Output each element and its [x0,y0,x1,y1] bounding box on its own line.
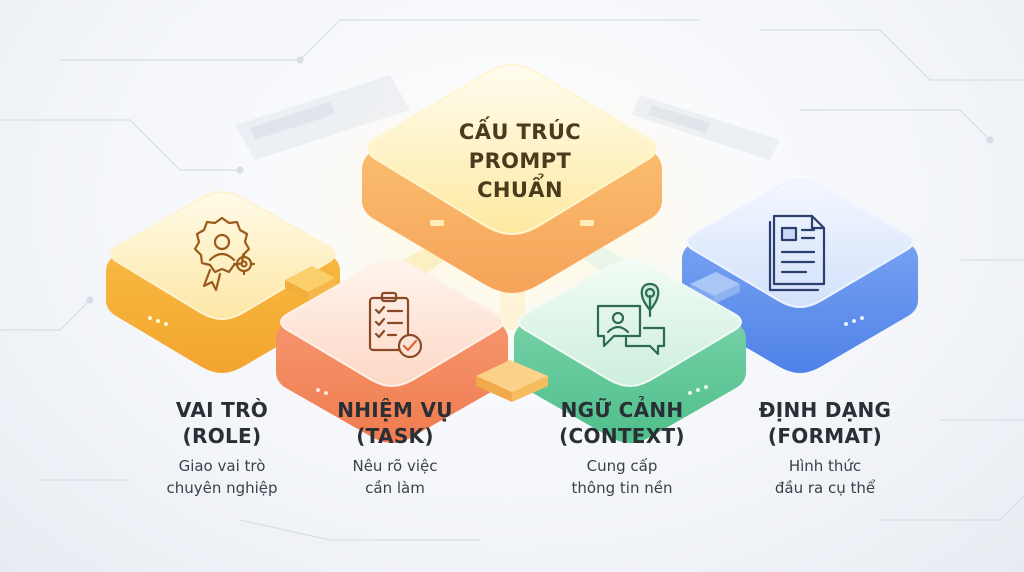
task-title-line1: NHIỆM VỤ [337,398,453,422]
context-title-line2: (CONTEXT) [559,424,685,448]
task-desc-line2: cần làm [365,479,425,497]
format-desc: Hình thức đầu ra cụ thể [725,455,925,499]
connector-role-task [285,266,335,300]
context-desc: Cung cấp thông tin nền [522,455,722,499]
format-block [682,178,918,373]
document-icon [768,214,826,292]
center-title-line1: CẤU TRÚC [458,120,582,144]
connector-task-context [476,360,548,402]
role-desc-line1: Giao vai trò [178,457,266,475]
context-caption: NGỮ CẢNH (CONTEXT) Cung cấp thông tin nề… [522,397,722,499]
format-caption: ĐỊNH DẠNG (FORMAT) Hình thức đầu ra cụ t… [725,397,925,499]
task-desc: Nêu rõ việc cần làm [300,455,490,499]
clipboard-check-icon [368,291,423,359]
role-caption: VAI TRÒ (ROLE) Giao vai trò chuyên nghiệ… [112,397,332,499]
format-desc-line1: Hình thức [788,457,862,475]
context-desc-line1: Cung cấp [586,457,658,475]
center-block [362,63,662,293]
role-title-line1: VAI TRÒ [175,398,269,422]
task-title-line2: (TASK) [356,424,434,448]
chat-location-icon [596,282,666,356]
context-desc-line2: thông tin nền [571,479,673,497]
task-desc-line1: Nêu rõ việc [352,457,438,475]
format-desc-line2: đầu ra cụ thể [774,479,876,497]
format-title-line2: (FORMAT) [767,424,883,448]
center-title-line3: CHUẨN [477,178,563,202]
award-person-icon [193,216,256,292]
format-title-line1: ĐỊNH DẠNG [758,398,892,422]
role-desc: Giao vai trò chuyên nghiệp [112,455,332,499]
context-block [514,258,746,443]
role-desc-line2: chuyên nghiệp [166,479,278,497]
background-circuit-lines [0,19,1024,541]
center-title-line2: PROMPT [468,149,572,173]
role-title-line2: (ROLE) [182,424,262,448]
task-caption: NHIỆM VỤ (TASK) Nêu rõ việc cần làm [300,397,490,499]
center-title: CẤU TRÚC PROMPT CHUẨN [420,118,620,205]
context-title-line1: NGỮ CẢNH [560,398,684,422]
